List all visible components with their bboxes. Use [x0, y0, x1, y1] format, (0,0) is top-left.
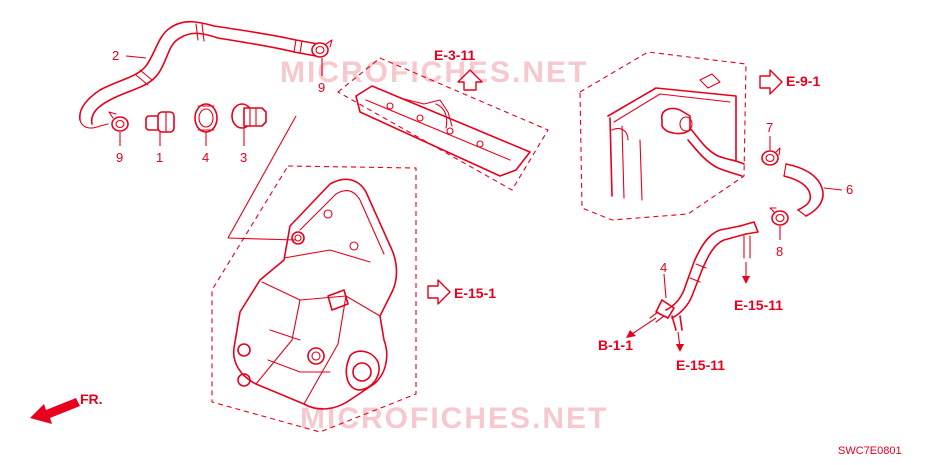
ref-e-9-1: E-9-1 — [786, 73, 820, 89]
watermark-bottom: MICROFICHES.NET — [300, 402, 608, 435]
ref-e-15-11-lower: E-15-11 — [676, 357, 725, 373]
upper-housing-detail — [607, 73, 745, 201]
callout-3: 3 — [240, 150, 247, 165]
part-1-pcv-valve — [145, 111, 175, 133]
leader-4 — [663, 273, 667, 299]
diagram-code: SWC7E0801 — [838, 445, 902, 457]
arrowhead-e-15-11-lower — [676, 344, 684, 352]
engine-bracket-detail — [232, 178, 398, 410]
callout-9-right: 9 — [318, 80, 325, 95]
arrow-up-e-3-11 — [457, 69, 483, 91]
ref-e-3-11: E-3-11 — [434, 47, 475, 63]
leader-6 — [823, 187, 843, 191]
arrow-right-e-9-1 — [759, 69, 783, 95]
arrow-right-e-15-1 — [427, 279, 451, 305]
part-6-hose — [783, 163, 824, 217]
part-9-clamp-left — [108, 111, 129, 132]
part-9-clamp-right — [311, 39, 333, 58]
callout-6: 6 — [846, 182, 853, 197]
front-direction-marker: FR. — [30, 391, 103, 424]
front-marker-label: FR. — [80, 391, 103, 407]
e-15-1-outline — [211, 165, 417, 433]
callout-5: 4 — [202, 150, 209, 165]
callout-9-left: 9 — [116, 150, 123, 165]
part-2-breather-hose — [78, 20, 319, 129]
connector-horizontal — [227, 237, 297, 241]
ref-b-1-1: B-1-1 — [598, 337, 633, 353]
intake-rail-detail — [355, 85, 531, 177]
part-5-grommet — [194, 103, 218, 133]
callout-1: 1 — [156, 150, 163, 165]
e-3-11-outline — [337, 57, 549, 191]
callout-4: 4 — [660, 260, 667, 275]
watermark-top: MICROFICHES.NET — [280, 56, 588, 89]
front-arrow-icon — [30, 398, 80, 424]
arrowhead-b-1-1 — [626, 330, 636, 338]
part-8-clamp — [769, 207, 789, 226]
arrowhead-e-15-11-upper — [742, 276, 750, 284]
callout-2: 2 — [112, 48, 119, 63]
leader-2 — [125, 55, 147, 59]
part-4-breather-pipe — [649, 221, 759, 331]
ref-e-15-11-upper: E-15-11 — [734, 297, 783, 313]
callout-8: 8 — [776, 244, 783, 259]
ref-e-15-1: E-15-1 — [454, 285, 496, 301]
part-7-clamp — [761, 147, 781, 166]
leader-b-1-1 — [631, 317, 657, 335]
part-3-joint — [231, 103, 267, 129]
callout-7: 7 — [766, 120, 773, 135]
connector-diagonal — [227, 115, 297, 239]
e-9-1-outline — [579, 51, 747, 221]
